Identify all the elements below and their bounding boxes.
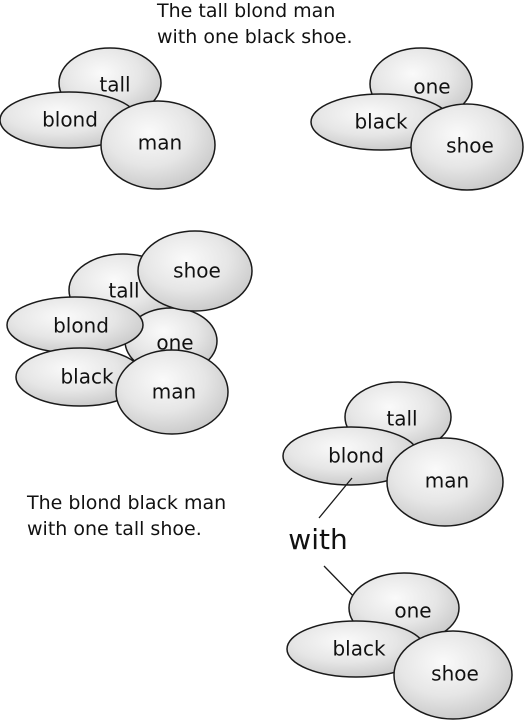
bubble-label-black: black: [60, 365, 114, 389]
cluster-lower-man: tall blond man: [282, 381, 504, 527]
bubble-label-blond: blond: [328, 444, 384, 468]
bubble-label-man: man: [425, 469, 469, 493]
cluster-lower-shoe: one black shoe: [286, 572, 513, 720]
bubble-label-shoe: shoe: [431, 662, 479, 686]
bubble-label-man: man: [152, 380, 196, 404]
bubble-label-tall: tall: [386, 407, 417, 431]
bubble-label-tall: tall: [108, 279, 139, 303]
caption-top: The tall blond man with one black shoe.: [157, 0, 353, 50]
bubble-label-blond: blond: [42, 108, 98, 132]
bubble-label-one: one: [413, 75, 450, 99]
caption-top-line-2: with one black shoe.: [157, 26, 353, 48]
bubble-shoe: shoe: [137, 230, 253, 312]
connector-line-upper: [318, 477, 353, 519]
bubble-label-shoe: shoe: [446, 134, 494, 158]
bubble-man: man: [100, 100, 216, 190]
caption-top-line-1: The tall blond man: [157, 0, 336, 22]
bubble-black: black: [286, 620, 426, 678]
cluster-top-right: one black shoe: [310, 47, 524, 191]
bubble-label-shoe: shoe: [173, 259, 221, 283]
cluster-mixed: tall one shoe blond black man: [6, 230, 253, 435]
bubble-man: man: [386, 437, 504, 527]
bubble-label-one: one: [394, 599, 431, 623]
bubble-blond: blond: [282, 426, 420, 486]
bubble-man: man: [115, 349, 229, 435]
bubble-blond: blond: [6, 296, 144, 354]
connector-word: with: [288, 523, 347, 556]
bubble-label-black: black: [332, 637, 386, 661]
cluster-top-left: tall blond man: [0, 47, 216, 190]
caption-bottom: The blond black man with one tall shoe.: [27, 490, 226, 542]
bubble-label-man: man: [138, 131, 182, 155]
bubble-black: black: [15, 347, 145, 407]
caption-bottom-line-2: with one tall shoe.: [27, 518, 202, 540]
caption-bottom-line-1: The blond black man: [27, 492, 227, 514]
bubble-label-blond: blond: [53, 314, 109, 338]
bubble-label-black: black: [354, 110, 408, 134]
bubble-shoe: shoe: [393, 630, 513, 720]
bubble-shoe: shoe: [410, 103, 524, 191]
bubble-label-tall: tall: [99, 73, 130, 97]
